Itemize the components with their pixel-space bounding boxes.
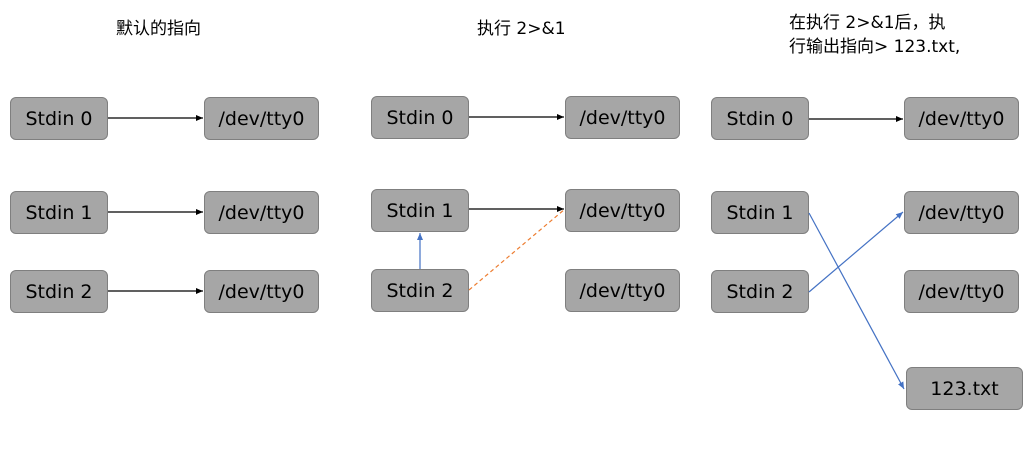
panel-3-stdin-2-box: Stdin 2 [711, 270, 809, 313]
panel-1-stdin-2-box: Stdin 2 [10, 270, 108, 313]
panel-3-dev-tty0-box-top: /dev/tty0 [904, 97, 1019, 140]
panel-2-dev-tty0-box-top: /dev/tty0 [565, 96, 680, 139]
panel-3-title-line-2: 行输出指向> 123.txt, [789, 37, 961, 57]
panel-1-stdin-0-box: Stdin 0 [10, 97, 108, 140]
panel-3-file-123-txt-box: 123.txt [906, 367, 1023, 410]
panel-3-arrow-stdin2-to-tty0 [808, 211, 904, 293]
panel-2-dev-tty0-box-bottom: /dev/tty0 [565, 269, 680, 312]
panel-2-stdin-1-box: Stdin 1 [371, 189, 469, 232]
panel-3-stdin-0-box: Stdin 0 [711, 97, 809, 140]
panel-3-arrow-stdin1-to-file [808, 212, 905, 390]
panel-1-stdin-1-box: Stdin 1 [10, 191, 108, 234]
panel-2-stdin-0-box: Stdin 0 [371, 96, 469, 139]
panel-3-dev-tty0-box-bottom: /dev/tty0 [904, 270, 1019, 313]
panel-3-stdin-1-box: Stdin 1 [711, 191, 809, 234]
panel-2-dashed-stdin2-to-tty0 [468, 208, 566, 291]
panel-1-dev-tty0-box-top: /dev/tty0 [204, 97, 319, 140]
panel-1-dev-tty0-box-middle: /dev/tty0 [204, 191, 319, 234]
panel-2-stdin-2-box: Stdin 2 [371, 269, 469, 312]
panel-3-dev-tty0-box-middle: /dev/tty0 [904, 191, 1019, 234]
panel-1-title: 默认的指向 [116, 19, 201, 39]
panel-2-dev-tty0-box-middle: /dev/tty0 [565, 189, 680, 232]
panel-2-title: 执行 2>&1 [477, 19, 566, 39]
panel-1-dev-tty0-box-bottom: /dev/tty0 [204, 270, 319, 313]
panel-3-title-line-1: 在执行 2>&1后，执 [789, 13, 946, 33]
